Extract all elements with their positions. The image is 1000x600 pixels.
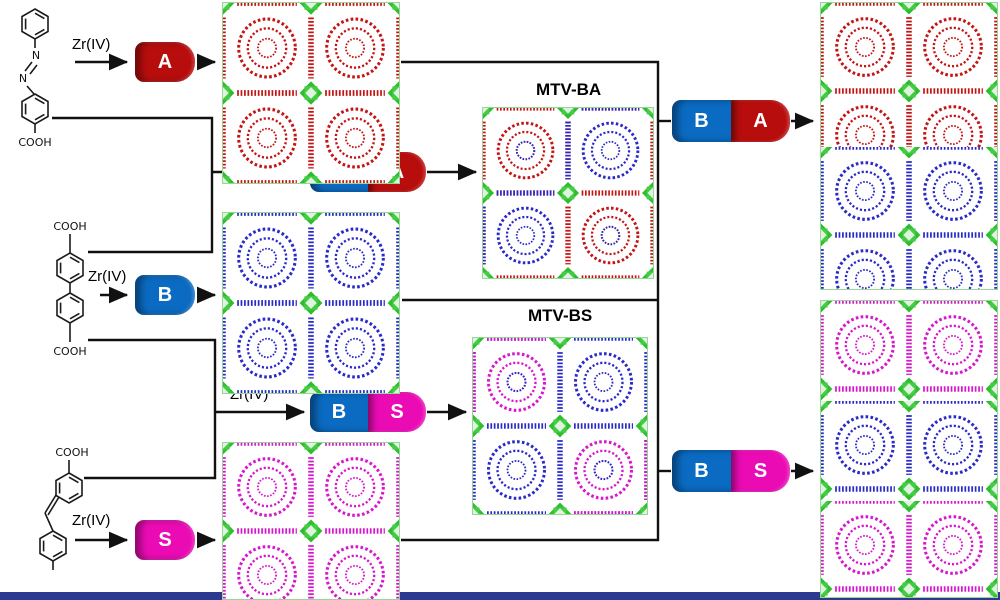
capsule-s: S <box>135 520 195 560</box>
capsule-bs-mid-b-letter: B <box>310 392 368 432</box>
biphenyl-linker-structure: COOH COOH <box>53 220 86 358</box>
capsule-ba-right-a-letter: A <box>731 100 790 142</box>
bottom-bar <box>0 592 1000 600</box>
capsule-bs-right-s-letter: S <box>731 450 790 492</box>
capsule-s-letter: S <box>158 528 172 551</box>
capsule-a: A <box>135 42 195 82</box>
mtv-ba-label: MTV-BA <box>536 80 602 99</box>
mtv-ba-image <box>482 107 654 279</box>
stilbene-cooh-label: COOH <box>55 446 88 459</box>
mof-s-image <box>222 442 400 600</box>
capsule-bs-mid: B S <box>310 392 426 432</box>
capsule-ba-right: B A <box>672 100 790 142</box>
mtv-bs-expanded-image <box>820 300 998 598</box>
capsule-b-letter: B <box>157 283 173 306</box>
bpdc-cooh-top-label: COOH <box>53 220 86 233</box>
azo-n1-label: N <box>32 49 40 62</box>
stilbene-linker-structure: COOH <box>39 446 89 570</box>
mof-a-image <box>222 2 400 184</box>
capsule-ba-right-b-letter: B <box>672 100 731 142</box>
azo-cooh-label: COOH <box>18 136 51 149</box>
zr-label-a: Zr(IV) <box>72 36 111 53</box>
capsule-b: B <box>135 275 195 315</box>
capsule-bs-right: B S <box>672 450 790 492</box>
mtv-ba-expanded-image <box>820 2 998 290</box>
zr-label-b: Zr(IV) <box>88 268 127 285</box>
mtv-bs-image <box>472 337 648 515</box>
capsule-bs-right-b-letter: B <box>672 450 731 492</box>
mof-b-image <box>222 212 400 394</box>
bpdc-cooh-bottom-label: COOH <box>53 345 86 358</box>
zr-label-s: Zr(IV) <box>72 512 111 529</box>
mtv-bs-label: MTV-BS <box>528 306 593 325</box>
capsule-bs-mid-s-letter: S <box>368 392 426 432</box>
capsule-a-letter: A <box>157 50 173 73</box>
azo-n2-label: N <box>19 72 27 85</box>
azo-linker-structure: N N COOH <box>18 8 52 149</box>
